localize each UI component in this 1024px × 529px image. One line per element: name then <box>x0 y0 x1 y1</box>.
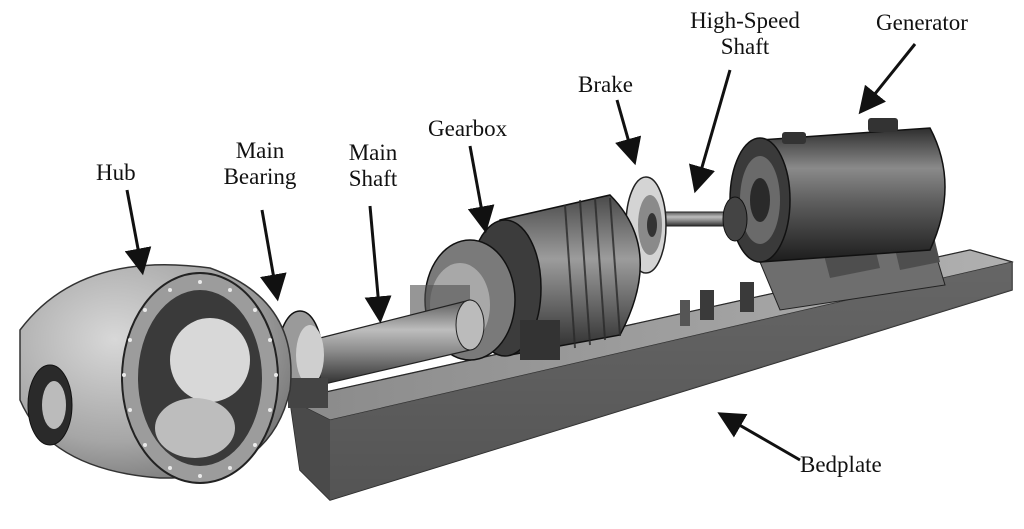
generator <box>729 118 946 263</box>
arrow-bedplate <box>717 412 801 462</box>
arrow-hub <box>124 189 152 276</box>
label-bedplate: Bedplate <box>800 452 882 477</box>
label-high-speed-shaft: High-Speed Shaft <box>670 8 820 60</box>
label-main-shaft: Main Shaft <box>333 140 413 192</box>
arrow-gearbox <box>467 145 495 234</box>
arrow-main-bearing <box>259 209 287 302</box>
arrow-generator <box>858 43 917 115</box>
label-brake: Brake <box>578 72 633 97</box>
label-generator: Generator <box>876 10 968 35</box>
arrow-high-speed-shaft <box>689 69 732 194</box>
label-main-bearing-line1: Main <box>235 138 285 163</box>
label-arrows <box>124 43 917 462</box>
label-main-shaft-line1: Main <box>348 140 398 165</box>
label-hub: Hub <box>96 160 136 185</box>
label-main-shaft-line2: Shaft <box>348 166 398 191</box>
arrow-brake <box>615 99 642 166</box>
label-main-bearing: Main Bearing <box>205 138 315 190</box>
label-high-speed-shaft-line2: Shaft <box>720 34 770 59</box>
high-speed-shaft <box>659 196 748 242</box>
hub <box>19 263 292 484</box>
label-gearbox: Gearbox <box>428 116 508 141</box>
label-high-speed-shaft-line1: High-Speed <box>690 8 800 33</box>
arrow-main-shaft <box>364 205 392 324</box>
label-main-bearing-line2: Bearing <box>223 164 297 189</box>
